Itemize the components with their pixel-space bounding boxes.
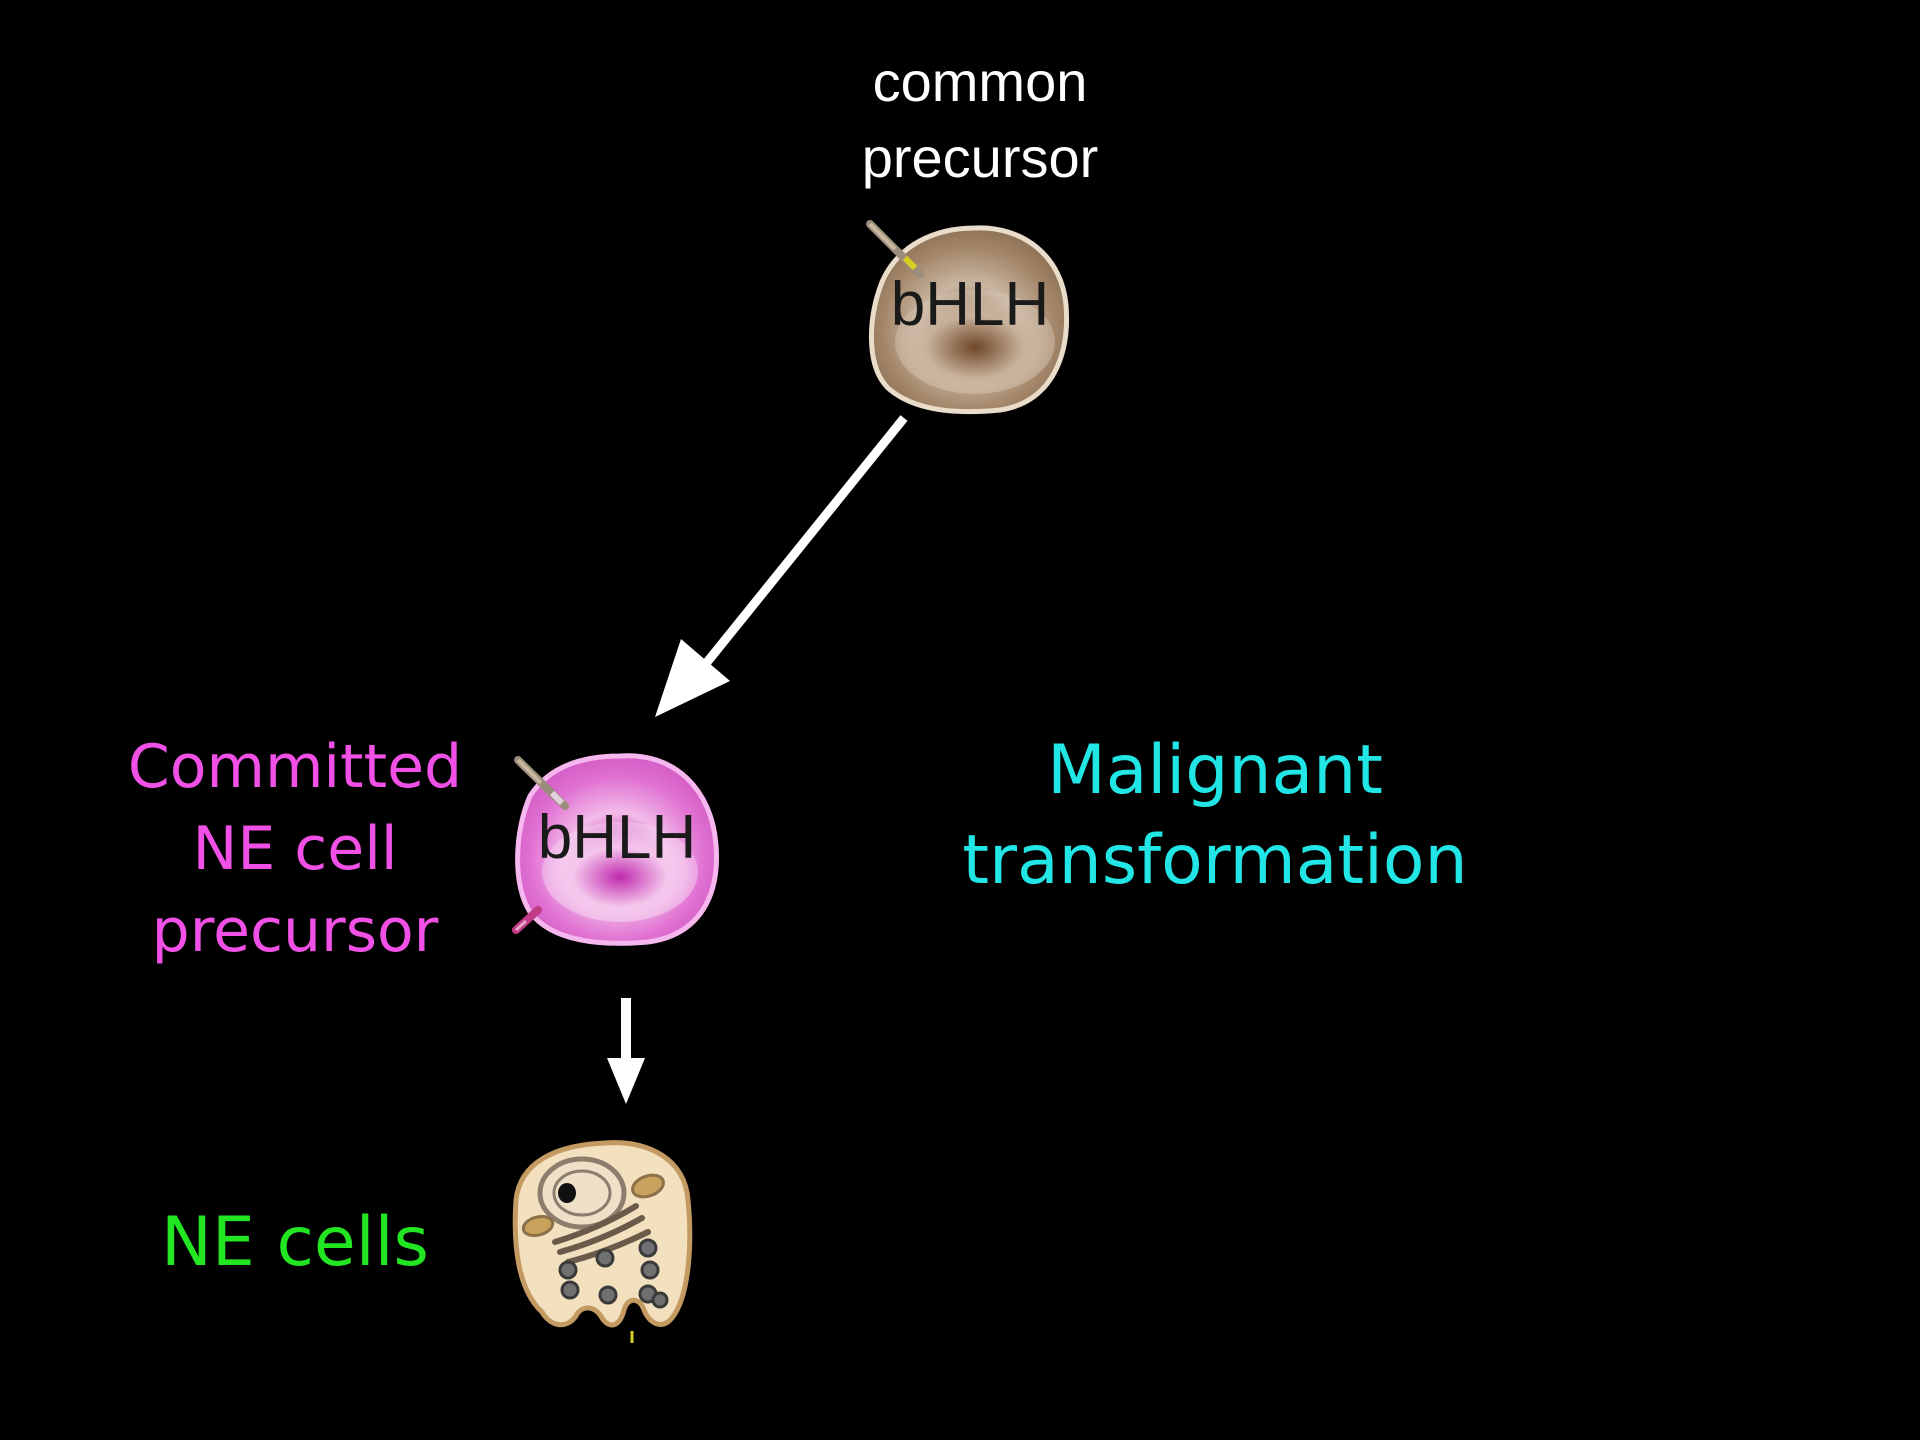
receptor-icon [512, 906, 542, 934]
malignant-label-line-2: transformation [962, 821, 1468, 900]
receptor-icon [514, 756, 569, 810]
malignant-transformation-label: Malignant transformation [910, 726, 1520, 906]
committed-label-line-3: precursor [151, 896, 439, 966]
committed-cell-text: bHLH [538, 803, 697, 872]
precursor-cell-icon [866, 220, 1070, 415]
ne-cells-label-line-1: NE cells [161, 1203, 429, 1282]
receptor-icon [866, 220, 924, 278]
arrow-to-ne-cells [607, 998, 645, 1104]
neuroendocrine-cell-icon [512, 1140, 693, 1343]
committed-label-line-2: NE cell [192, 814, 398, 884]
arrow-to-committed [655, 415, 908, 717]
common-precursor-label: common precursor [780, 44, 1180, 196]
common-precursor-label-line-1: common [872, 50, 1088, 113]
precursor-cell-text: bHLH [891, 270, 1050, 339]
committed-precursor-label: Committed NE cell precursor [95, 726, 495, 972]
common-precursor-label-line-2: precursor [861, 126, 1099, 189]
malignant-label-line-1: Malignant [1047, 731, 1383, 810]
committed-cell-icon [512, 753, 719, 946]
committed-label-line-1: Committed [127, 732, 463, 802]
ne-cells-label: NE cells [110, 1198, 480, 1288]
